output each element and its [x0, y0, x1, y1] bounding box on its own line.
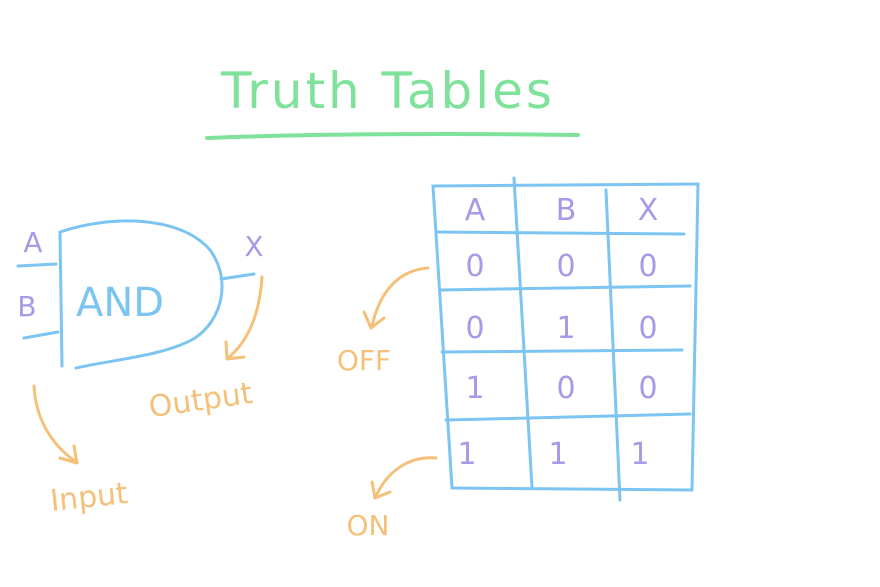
table-cell: 0: [556, 371, 575, 406]
table-cell: 0: [638, 371, 657, 406]
off-arrow: [362, 266, 430, 330]
title-underline: [205, 132, 580, 140]
table-cell: 0: [465, 249, 484, 284]
row-divider-header: [434, 230, 686, 236]
output-wire: [219, 272, 256, 281]
output-x-label: X: [244, 230, 263, 263]
on-arrow: [370, 456, 438, 500]
table-cell: 0: [638, 249, 657, 284]
table-cell: 1: [465, 371, 484, 406]
table-cell: 1: [556, 311, 575, 346]
input-caption: Input: [49, 476, 130, 519]
table-header-b: B: [556, 193, 577, 228]
output-arrow: [224, 275, 264, 361]
table-header-a: A: [465, 193, 486, 228]
input-arrow: [32, 384, 79, 465]
input-a-wire: [16, 262, 58, 268]
table-header-x: X: [638, 193, 659, 228]
column-divider-1: [512, 176, 534, 490]
truth-table-cells: A B X 0 0 0 0 1 0 1 0 0 1 1 1: [457, 193, 658, 472]
gate-label: AND: [76, 280, 164, 326]
table-cell: 0: [465, 311, 484, 346]
input-a-label: A: [23, 226, 42, 259]
off-annotation: OFF: [337, 344, 391, 377]
table-cell: 0: [556, 249, 575, 284]
truth-table-grid: [431, 176, 700, 502]
input-b-label: B: [17, 290, 36, 323]
row-divider-1: [438, 284, 692, 292]
table-cell: 0: [638, 311, 657, 346]
table-cell: 1: [548, 437, 567, 472]
on-annotation: ON: [347, 509, 390, 542]
input-b-wire: [22, 330, 60, 340]
column-divider-2: [604, 188, 622, 502]
output-caption: Output: [147, 376, 255, 425]
row-divider-3: [444, 412, 692, 422]
page-title: Truth Tables: [220, 62, 555, 120]
table-cell: 1: [630, 437, 649, 472]
table-outline: [431, 182, 700, 492]
row-divider-2: [440, 348, 684, 354]
and-gate-body: [58, 219, 224, 370]
and-gate: [16, 219, 256, 370]
table-cell: 1: [457, 437, 476, 472]
